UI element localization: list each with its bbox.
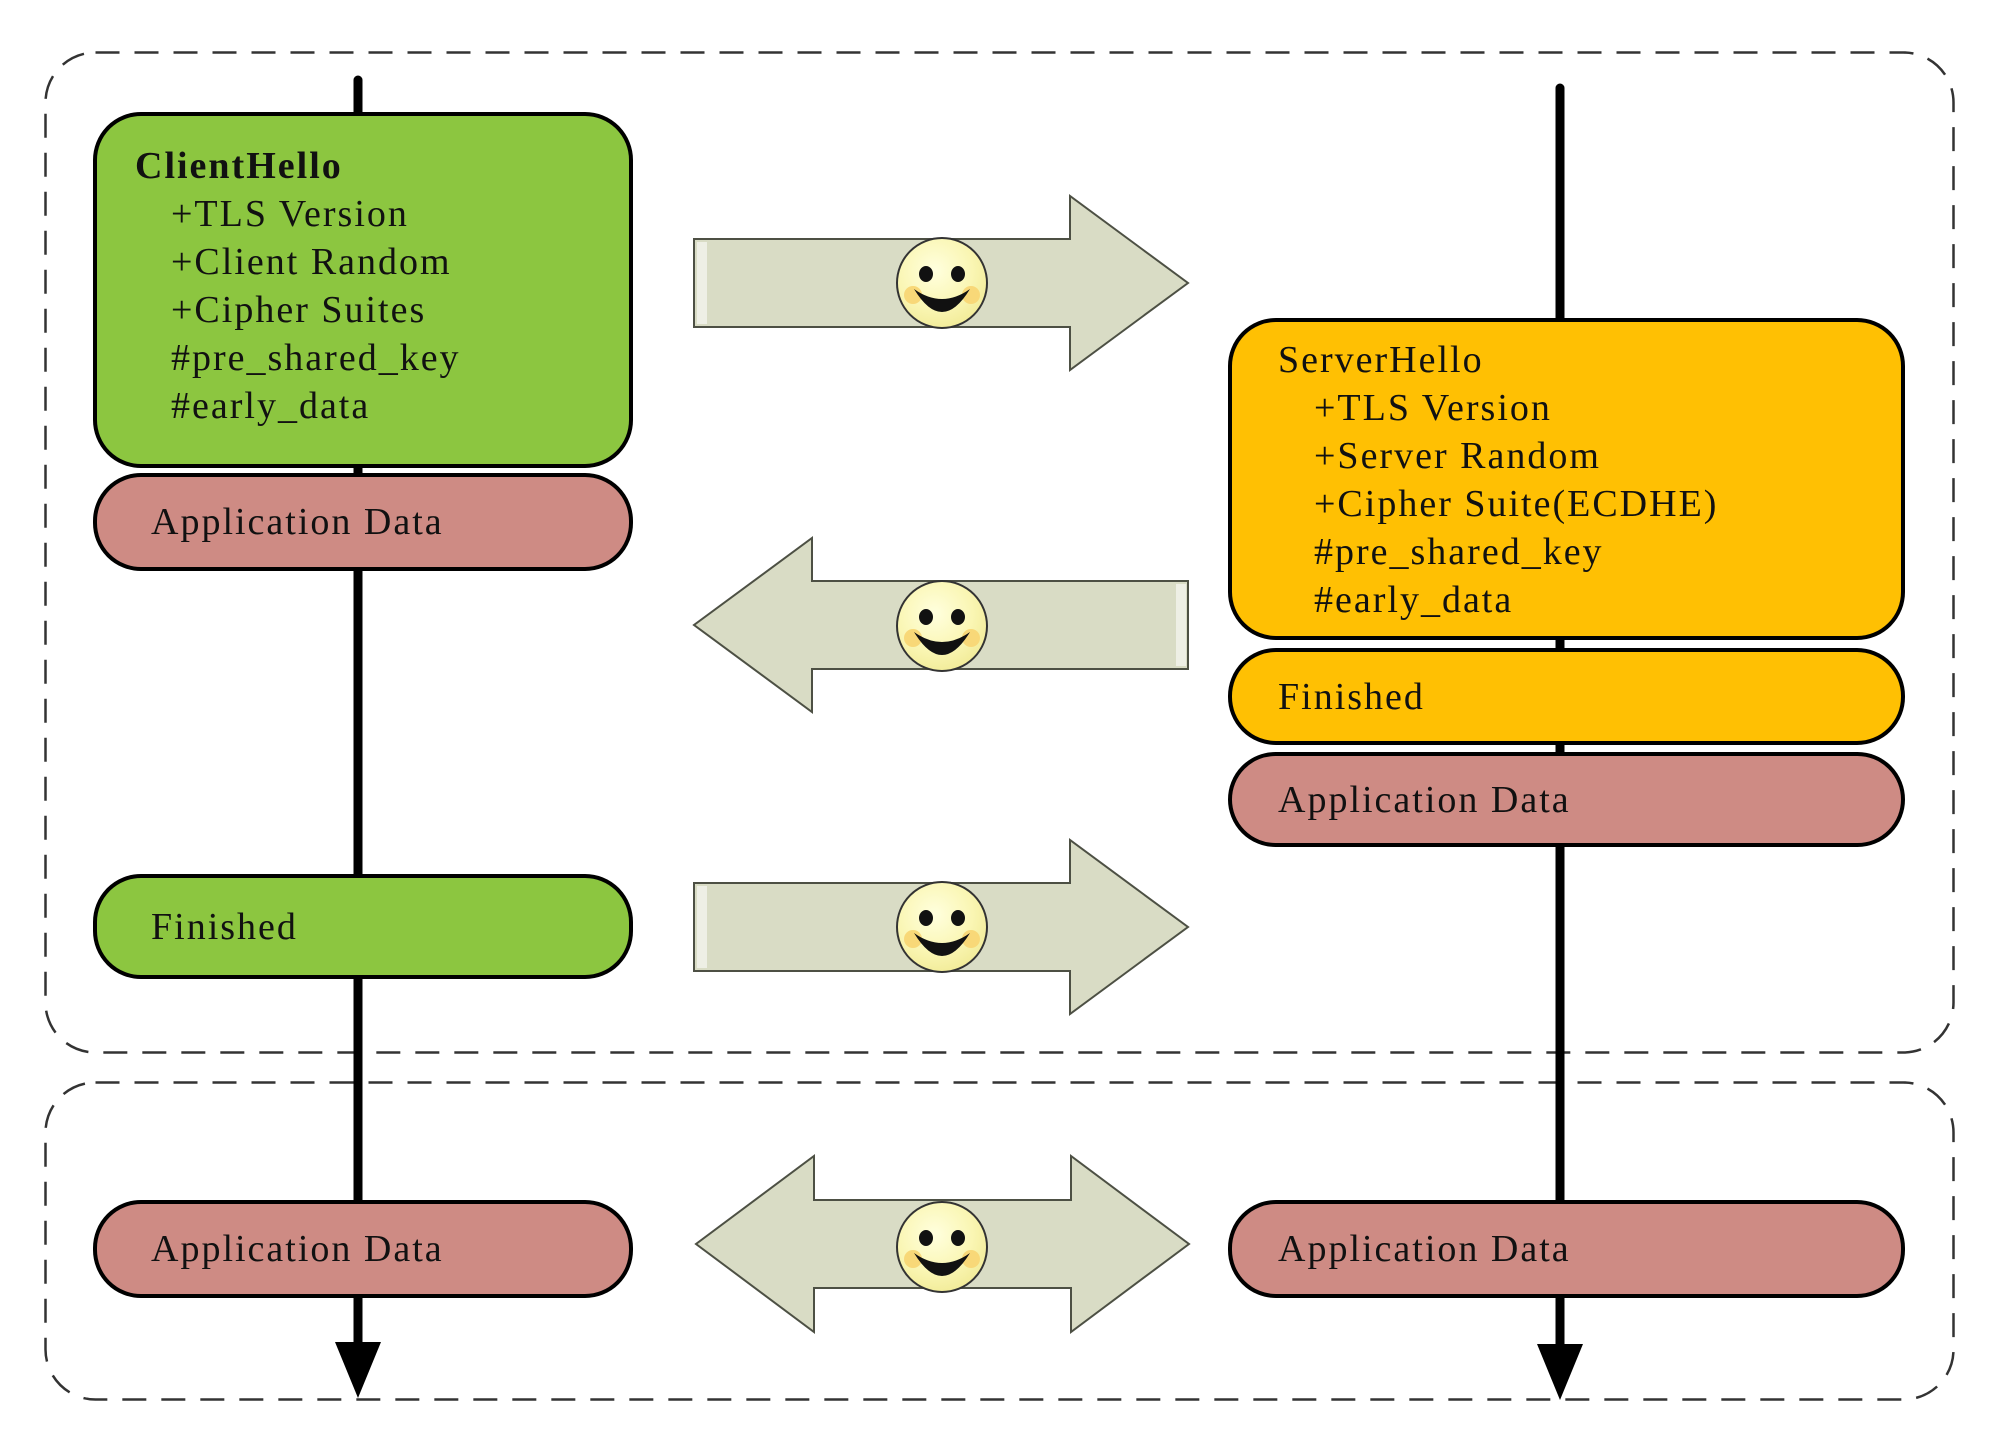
server-finished-label: Finished bbox=[1278, 675, 1425, 718]
smiley-face-icon bbox=[896, 881, 988, 973]
server-app-data-label-2: Application Data bbox=[1278, 1228, 1571, 1270]
server-app-data-label: Application Data bbox=[1278, 778, 1571, 821]
handshake-phase-border bbox=[44, 51, 1955, 1054]
client-app-data-box: Application Data bbox=[93, 473, 633, 571]
client-hello-item: +Client Random bbox=[171, 241, 452, 283]
server-hello-box: ServerHello +TLS Version +Server Random … bbox=[1228, 318, 1905, 640]
client-app-data-label: Application Data bbox=[151, 501, 444, 543]
client-hello-item: #pre_shared_key bbox=[171, 337, 461, 379]
server-hello-item: +Cipher Suite(ECDHE) bbox=[1314, 483, 1719, 525]
client-hello-item: +TLS Version bbox=[171, 193, 409, 235]
server-hello-item: +Server Random bbox=[1314, 435, 1601, 477]
client-hello-title: ClientHello bbox=[135, 145, 343, 187]
client-finished-label: Finished bbox=[151, 905, 298, 948]
down-arrowhead-icon bbox=[335, 1342, 381, 1398]
client-finished-box: Finished bbox=[93, 874, 633, 979]
server-app-data-box-2: Application Data bbox=[1228, 1200, 1905, 1298]
server-hello-item: +TLS Version bbox=[1314, 387, 1552, 429]
server-hello-title: ServerHello bbox=[1278, 339, 1484, 381]
smiley-face-icon bbox=[896, 1201, 988, 1293]
server-finished-box: Finished bbox=[1228, 648, 1905, 745]
client-hello-box: ClientHello +TLS Version +Client Random … bbox=[93, 112, 633, 468]
down-arrowhead-icon bbox=[1537, 1344, 1583, 1400]
client-app-data-label-2: Application Data bbox=[151, 1228, 444, 1270]
client-hello-item: #early_data bbox=[171, 385, 371, 427]
smiley-face-icon bbox=[896, 237, 988, 329]
client-app-data-box-2: Application Data bbox=[93, 1200, 633, 1298]
server-hello-item: #early_data bbox=[1314, 579, 1514, 621]
client-hello-item: +Cipher Suites bbox=[171, 289, 427, 331]
server-app-data-box: Application Data bbox=[1228, 752, 1905, 847]
application-data-phase-border bbox=[44, 1081, 1955, 1401]
server-hello-item: #pre_shared_key bbox=[1314, 531, 1604, 573]
smiley-face-icon bbox=[896, 580, 988, 672]
